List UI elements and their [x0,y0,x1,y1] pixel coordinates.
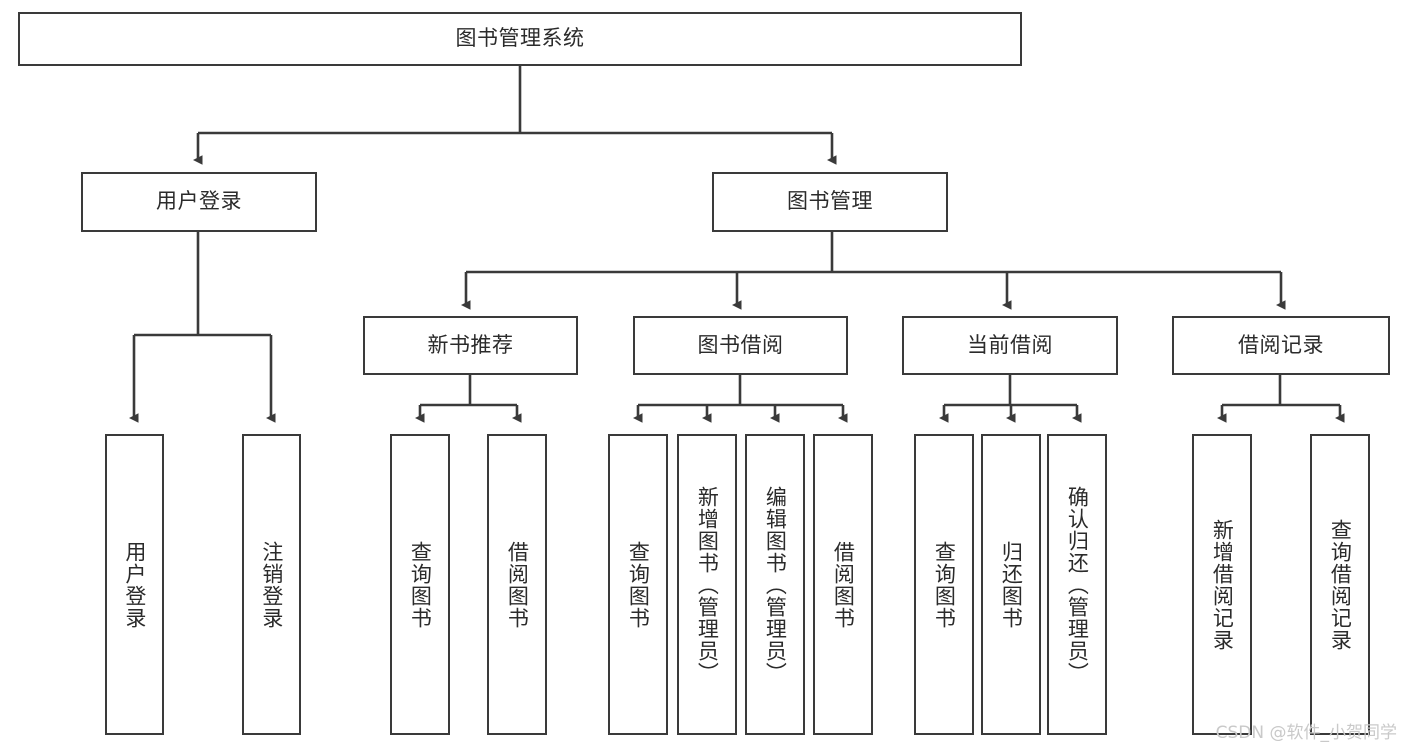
node-user-login-label: 用户登录 [156,189,242,214]
node-root[interactable]: 图书管理系统 [18,12,1022,66]
node-book-manage[interactable]: 图书管理 [712,172,948,232]
csdn-watermark: CSDN @软件_小贺同学 [1215,723,1397,743]
node-leaf-confirm-return[interactable]: 确认归还（管理员） [1047,434,1107,735]
node-root-label: 图书管理系统 [455,26,585,51]
node-leaf-query-record[interactable]: 查询借阅记录 [1310,434,1370,735]
node-leaf-confirm-return-label: 确认归还（管理员） [1065,485,1090,684]
node-leaf-return-book[interactable]: 归还图书 [981,434,1041,735]
node-leaf-borrow-book-2[interactable]: 借阅图书 [813,434,873,735]
node-new-book-rec-label: 新书推荐 [427,332,514,357]
node-current-borrow[interactable]: 当前借阅 [902,316,1118,375]
node-leaf-add-book[interactable]: 新增图书（管理员） [677,434,737,735]
node-leaf-query-book-1-label: 查询图书 [408,540,433,629]
node-leaf-query-book-2[interactable]: 查询图书 [608,434,668,735]
node-borrow-record[interactable]: 借阅记录 [1172,316,1390,375]
node-leaf-user-login[interactable]: 用户登录 [105,434,164,735]
node-leaf-logout-label: 注销登录 [259,540,284,629]
node-leaf-borrow-book-1-label: 借阅图书 [505,540,530,629]
node-borrow-record-label: 借阅记录 [1238,332,1324,357]
node-leaf-query-book-2-label: 查询图书 [626,540,651,629]
node-book-manage-label: 图书管理 [787,189,873,214]
node-leaf-user-login-label: 用户登录 [122,540,147,629]
node-current-borrow-label: 当前借阅 [967,332,1053,357]
node-leaf-add-record-label: 新增借阅记录 [1210,518,1235,651]
node-leaf-query-book-3-label: 查询图书 [932,540,957,629]
node-user-login[interactable]: 用户登录 [81,172,317,232]
node-leaf-add-record[interactable]: 新增借阅记录 [1192,434,1252,735]
node-leaf-return-book-label: 归还图书 [999,540,1024,629]
node-leaf-borrow-book-2-label: 借阅图书 [831,540,856,629]
node-leaf-edit-book-label: 编辑图书（管理员） [763,485,788,684]
node-leaf-borrow-book-1[interactable]: 借阅图书 [487,434,547,735]
node-leaf-logout[interactable]: 注销登录 [242,434,301,735]
node-leaf-query-record-label: 查询借阅记录 [1328,518,1353,651]
node-leaf-query-book-1[interactable]: 查询图书 [390,434,450,735]
node-leaf-edit-book[interactable]: 编辑图书（管理员） [745,434,805,735]
node-leaf-query-book-3[interactable]: 查询图书 [914,434,974,735]
node-book-borrow[interactable]: 图书借阅 [633,316,848,375]
node-book-borrow-label: 图书借阅 [697,332,784,357]
node-new-book-rec[interactable]: 新书推荐 [363,316,578,375]
node-leaf-add-book-label: 新增图书（管理员） [695,485,720,684]
